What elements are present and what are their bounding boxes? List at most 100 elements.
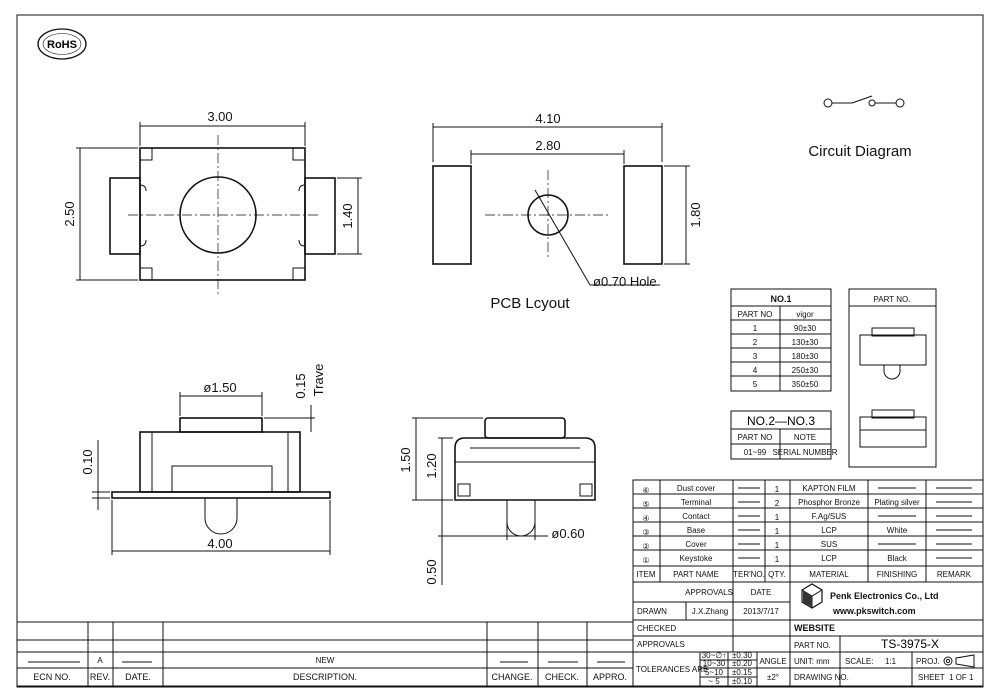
bom-finishing: White <box>887 526 908 535</box>
part-no-box: PART NO. <box>848 288 937 468</box>
tb-proj: PROJ. <box>916 657 940 666</box>
bom-table <box>632 479 984 583</box>
rev-header: CHECK. <box>545 672 579 682</box>
bom-part-name: Base <box>687 526 706 535</box>
no1-cell: 4 <box>753 366 758 375</box>
top-view: 3.00 2.50 1.40 <box>62 109 362 295</box>
tol-cell: 10~30 <box>703 659 726 668</box>
dim-front-body: 1.20 <box>424 453 439 478</box>
dim-actuator: ø1.50 <box>203 380 236 395</box>
rev-header: REV. <box>90 672 110 682</box>
no1-cell: 250±30 <box>792 366 819 375</box>
dim-terminal: 1.40 <box>340 203 355 228</box>
bom-qty: 1 <box>775 513 780 522</box>
front-body <box>454 437 596 501</box>
tb-drawn-by: J.X.Zhang <box>692 607 728 616</box>
tb-website-url: www.pkswitch.com <box>832 606 916 616</box>
dim-length: 4.00 <box>207 536 232 551</box>
bom-part-name: Contact <box>682 512 710 521</box>
dim-stem-len: 0.50 <box>424 559 439 584</box>
no1-table: NO.1 PART NO vigor 1 90±30 2 130±30 3 18… <box>730 288 832 392</box>
bom-material: LCP <box>821 554 837 563</box>
bom-qty: 1 <box>775 555 780 564</box>
bom-item-number: ⑤ <box>642 500 649 509</box>
dim-width: 3.00 <box>207 109 232 124</box>
tb-checked: CHECKED <box>637 624 676 633</box>
tol-cell: ±0.15 <box>732 668 753 677</box>
tb-drawing-no: DRAWING NO. <box>794 673 849 682</box>
pcb-dim-overall: 4.10 <box>535 111 560 126</box>
pcb-dim-inner: 2.80 <box>535 138 560 153</box>
pcb-title: PCB Lcyout <box>490 295 570 312</box>
bom-qty: 1 <box>775 527 780 536</box>
bom-finishing: Black <box>887 554 908 563</box>
tb-part-no: TS-3975-X <box>881 637 939 651</box>
tol-cell: ±0.10 <box>732 677 753 686</box>
sheet-border <box>16 14 984 688</box>
tb-website: WEBSITE <box>794 623 835 633</box>
no1-header: PART NO <box>738 310 773 319</box>
no1-cell: 90±30 <box>794 324 817 333</box>
bom-item-number: ② <box>642 542 649 551</box>
right-terminal <box>304 177 336 255</box>
bom-part-name: Keystoke <box>680 554 713 563</box>
tb-date: DATE <box>751 588 772 597</box>
pcb-hole-label: ø0.70 Hole <box>593 274 657 289</box>
bom-material: LCP <box>821 526 837 535</box>
travel-label: Trave <box>311 364 326 397</box>
tb-tolerances: TOLERANCES ARE <box>636 665 708 674</box>
dim-height: 2.50 <box>62 201 77 226</box>
tb-sheet: SHEET <box>918 673 945 682</box>
bom-item-number: ③ <box>642 528 649 537</box>
left-terminal <box>109 177 141 255</box>
pcb-pad-right <box>623 165 663 265</box>
no23-title: NO.2—NO.3 <box>747 414 815 428</box>
tb-angle-val: ±2° <box>767 673 779 682</box>
bom-part-name: Dust cover <box>677 484 716 493</box>
rev-new: NEW <box>316 656 335 665</box>
no1-title: NO.1 <box>770 294 791 304</box>
front-view: 1.50 1.20 ø0.60 0.50 <box>398 417 596 585</box>
tb-angle: ANGLE <box>759 657 786 666</box>
dim-travel: 0.15 <box>293 373 308 398</box>
bom-header: PART NAME <box>673 570 719 579</box>
no1-header: vigor <box>796 310 814 319</box>
tol-cell: ~ 5 <box>708 677 720 686</box>
dim-stem: ø0.60 <box>551 526 584 541</box>
bom-part-name: Terminal <box>681 498 711 507</box>
no1-cell: 350±50 <box>792 380 819 389</box>
dim-base: 0.10 <box>80 449 95 474</box>
side-view: ø1.50 0.15 Trave 0.10 4.00 <box>80 364 331 555</box>
tol-cell: 5~10 <box>705 668 724 677</box>
bom-header: FINISHING <box>877 570 917 579</box>
bom-part-name: Cover <box>685 540 707 549</box>
rohs-text: RoHS <box>47 39 77 51</box>
tol-cell: ±0.30 <box>732 651 753 660</box>
no23-cell: SERIAL NUMBER <box>772 448 837 457</box>
bom-header: QTY. <box>768 570 786 579</box>
bom-header: MATERIAL <box>809 570 849 579</box>
bom-material: SUS <box>821 540 837 549</box>
bom-material: F.Ag/SUS <box>812 512 847 521</box>
projection-icon <box>943 654 975 668</box>
rev-header: CHANGE. <box>491 672 532 682</box>
bom-item-number: ① <box>642 556 649 565</box>
rev-header: DATE. <box>125 672 151 682</box>
pcb-dim-height: 1.80 <box>688 202 703 227</box>
no1-cell: 5 <box>753 380 758 389</box>
tb-approvals: APPROVALS <box>685 588 733 597</box>
tb-drawn-date: 2013/7/17 <box>743 607 779 616</box>
circuit-diagram: Circuit Diagram <box>808 95 912 160</box>
pcb-layout: 4.10 2.80 1.80 ø0.70 Hole PCB Lcyout <box>432 111 703 312</box>
rev-header: DESCRIPTION. <box>293 672 357 682</box>
no23-header: NOTE <box>794 433 816 442</box>
top-view-body <box>139 147 306 281</box>
pcb-pad-left <box>432 165 472 265</box>
bom-qty: 2 <box>775 499 780 508</box>
bom-qty: 1 <box>775 485 780 494</box>
no1-cell: 3 <box>753 352 758 361</box>
no23-table: NO.2—NO.3 PART NO NOTE 01~99 SERIAL NUMB… <box>730 410 838 460</box>
tb-scale: SCALE: <box>845 657 873 666</box>
no1-cell: 1 <box>753 324 758 333</box>
rohs-badge: RoHS <box>37 28 87 60</box>
